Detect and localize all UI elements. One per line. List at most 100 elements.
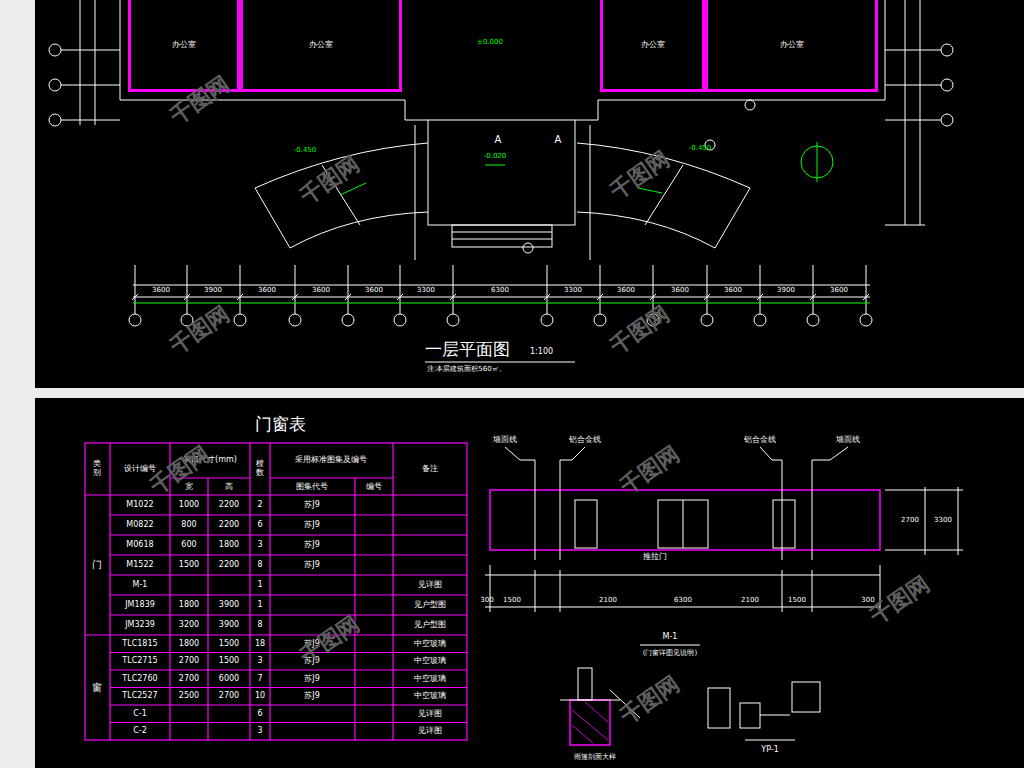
drawing-title: 一层平面图 <box>425 340 510 360</box>
axis-line <box>453 265 454 314</box>
table-cell: 1 <box>257 580 262 589</box>
table-cell: 苏J9 <box>304 500 319 509</box>
axis-line <box>135 265 136 314</box>
table-cell: 1500 <box>219 657 239 666</box>
table-cell: 2500 <box>179 692 199 701</box>
table-cell: 中空玻璃 <box>414 674 446 683</box>
plan-note: 注:本层建筑面积560㎡。 <box>427 365 506 373</box>
table-cell: 3200 <box>179 620 199 629</box>
table-header: 采用标准图集及编号 <box>295 455 367 464</box>
table-rule <box>110 555 467 556</box>
table-rule <box>110 687 467 688</box>
dimension: 3600 <box>724 286 742 294</box>
dimension: 3600 <box>365 286 383 294</box>
table-header: 图集代号 <box>296 482 328 491</box>
table-header: 宽 <box>185 482 193 491</box>
axis-bubble <box>129 314 141 326</box>
table-cell: 8 <box>257 560 262 569</box>
table-rule <box>110 705 467 706</box>
axis-bubble <box>342 314 354 326</box>
table-header: 设计编号 <box>124 464 156 473</box>
dim-tick <box>757 294 763 300</box>
table-cell: M0822 <box>126 520 153 529</box>
room-box: 办公室 <box>240 0 402 92</box>
table-rule <box>110 722 467 723</box>
room-name: 办公室 <box>641 39 665 50</box>
table-cell: 2200 <box>219 500 239 509</box>
dimension: 3600 <box>258 286 276 294</box>
room-name: 办公室 <box>172 39 196 50</box>
table-header: 樘数 <box>256 460 264 478</box>
table-cell: 中空玻璃 <box>414 692 446 701</box>
table-cell: 1 <box>257 600 262 609</box>
table-cell: TLC2527 <box>122 692 157 701</box>
table-cell: 8 <box>257 620 262 629</box>
room-box: 办公室 <box>705 0 878 92</box>
table-cell: TLC2760 <box>122 674 157 683</box>
table-rule <box>110 652 467 653</box>
table-category: 门 <box>92 559 102 571</box>
axis-bubble <box>754 314 766 326</box>
table-cell: 1800 <box>219 540 239 549</box>
dimension: 300 <box>480 596 493 604</box>
dim-tick <box>597 294 603 300</box>
dim-tick <box>650 294 656 300</box>
axis-bubble <box>394 314 406 326</box>
table-cell: C-1 <box>133 709 147 718</box>
leader-label: 铝合金线 <box>569 435 601 444</box>
table-rule <box>110 615 467 616</box>
axis-line <box>547 265 548 314</box>
table-cell: 3900 <box>219 600 239 609</box>
table-cell: 3900 <box>219 620 239 629</box>
table-cell: 中空玻璃 <box>414 639 446 648</box>
table-cell: 苏J9 <box>304 540 319 549</box>
table-cell: 800 <box>181 520 196 529</box>
table-cell: 6 <box>257 709 262 718</box>
table-cell: 3 <box>257 657 262 666</box>
dimension: 3900 <box>204 286 222 294</box>
table-category: 窗 <box>92 682 102 694</box>
table-cell: JM1839 <box>125 600 155 609</box>
axis-bubble <box>807 314 819 326</box>
axis-line <box>400 265 401 314</box>
table-cell: 苏J9 <box>304 692 319 701</box>
dimension: 1500 <box>788 596 806 604</box>
table-cell: 见详图 <box>418 709 442 718</box>
dimension: 6300 <box>674 596 692 604</box>
table-cell: 1800 <box>179 600 199 609</box>
table-cell: 见详图 <box>418 580 442 589</box>
table-cell: TLC2715 <box>122 657 157 666</box>
detail-label: M-1 <box>663 632 678 641</box>
section-mark: A <box>555 134 562 146</box>
dim-tick <box>704 294 710 300</box>
axis-line <box>813 265 814 314</box>
scale-note: 1:100 <box>530 347 553 356</box>
table-cell: 苏J9 <box>304 674 319 683</box>
table-cell: 18 <box>255 639 265 648</box>
table-cell: 见户型图 <box>414 620 446 629</box>
table-cell: 1800 <box>179 639 199 648</box>
table-cell: 7 <box>257 674 262 683</box>
axis-line <box>600 265 601 314</box>
dim-tick <box>292 294 298 300</box>
table-rule <box>110 595 467 596</box>
table-cell: 见户型图 <box>414 600 446 609</box>
table-cell: C-2 <box>133 727 147 736</box>
dimension: 3300 <box>417 286 435 294</box>
table-cell: 10 <box>255 692 265 701</box>
room-name: 办公室 <box>780 39 804 50</box>
table-cell: 1500 <box>179 560 199 569</box>
elevation-mark: ±0.000 <box>477 38 503 46</box>
axis-line <box>240 265 241 314</box>
table-header: 备注 <box>422 464 438 473</box>
room-box: 办公室 <box>600 0 705 92</box>
table-cell: 2 <box>257 500 262 509</box>
axis-line <box>295 265 296 314</box>
table-cell: 2200 <box>219 560 239 569</box>
table-cell: M0618 <box>126 540 153 549</box>
dimension: 3900 <box>777 286 795 294</box>
dimension: 3300 <box>564 286 582 294</box>
axis-bubble <box>234 314 246 326</box>
leader-label: 墙面线 <box>836 435 860 444</box>
